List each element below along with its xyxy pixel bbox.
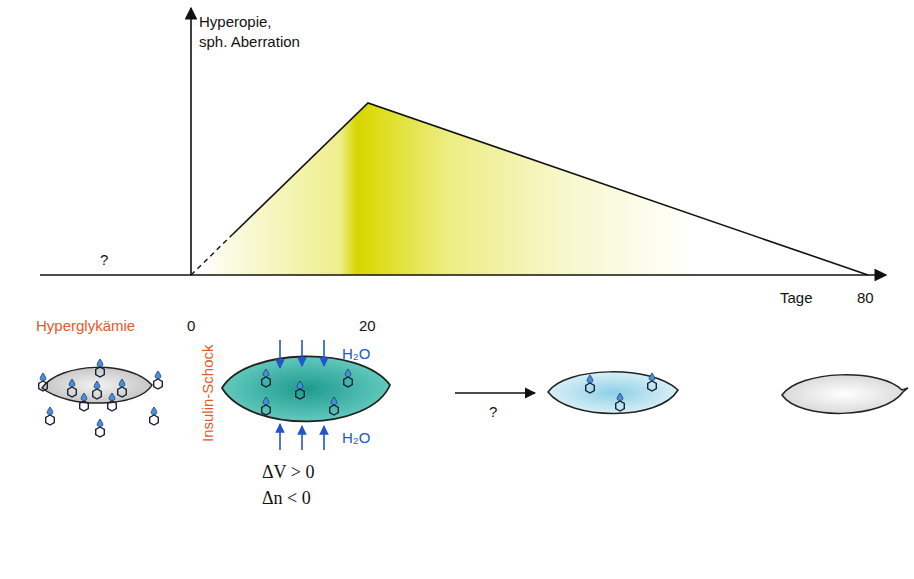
glucose-molecule [648,373,657,391]
glucose-molecule [262,369,271,387]
glucose-molecule [118,379,127,397]
axis-label: ? [100,250,108,270]
curve-line [233,103,868,275]
lens-shape [548,372,678,414]
formula-label: Δn < 0 [262,488,311,508]
glucose-molecule [96,359,105,377]
y-axis [190,8,192,275]
lens-shape [42,367,152,403]
water-arrow [301,426,303,450]
water-arrow [323,426,325,450]
yellow-area [191,103,868,275]
glucose-molecule [80,393,89,411]
axis-label: H₂O [342,428,370,448]
formula-label: ΔV > 0 [262,462,314,482]
glucose-molecule [344,369,353,387]
glucose-molecule [330,397,339,415]
glucose-molecule [586,375,595,393]
dashed-curve [191,234,233,275]
water-arrow [323,340,325,366]
glucose-molecule [296,381,305,399]
axis-label: 20 [359,316,376,336]
water-arrow [279,424,281,450]
glucose-molecule [68,379,77,397]
event-label: Insulin-Schock [198,344,218,442]
axis-label: H₂O [342,344,370,364]
lens-shape [222,356,390,421]
x-axis [40,274,886,276]
axis-label: Hyperglykämie [36,316,135,336]
axis-label: 80 [857,288,874,308]
axis-label: Tage [780,288,813,308]
water-arrow [279,340,281,368]
axis-title: Hyperopie, sph. Aberration [199,12,302,52]
water-arrows [280,340,324,450]
glucose-molecule [154,371,163,389]
water-arrow [301,340,303,366]
glucose-molecule [93,381,102,399]
glucose-molecule [46,407,55,425]
glucose-molecule [39,373,48,391]
glucose-molecule [616,393,625,411]
transition-arrow [455,392,535,393]
axis-label: ? [489,402,497,422]
glucose-molecule [96,419,105,437]
glucose-molecule [108,393,117,411]
glucose-molecule [150,407,159,425]
glucose-molecule [262,397,271,415]
lens-shape [782,375,908,414]
axis-label: 0 [187,316,195,336]
